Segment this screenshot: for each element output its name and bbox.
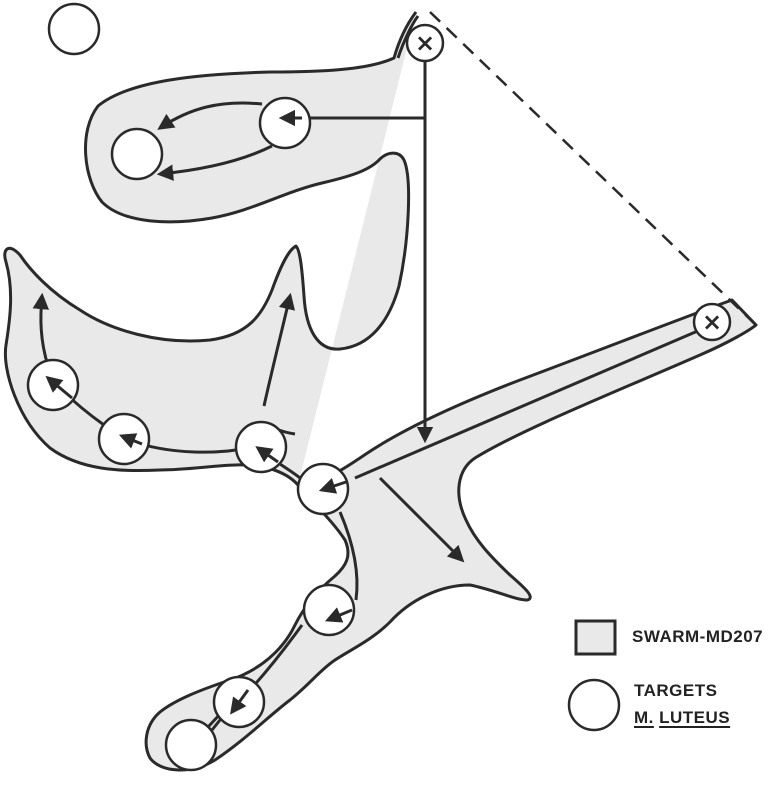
arrow-junction-diag <box>378 476 465 563</box>
arrow-junction-down <box>338 511 359 601</box>
in-circle-arrows <box>45 109 353 715</box>
target-circle <box>26 358 80 412</box>
dashed-boundary <box>429 11 757 326</box>
target-circle <box>47 2 101 56</box>
swarm-region-upper-fill <box>3 11 758 772</box>
swarm-upper-inner-edge <box>396 15 420 59</box>
arrow-left-tip <box>32 292 50 367</box>
species-genus: M. <box>634 708 654 727</box>
arrow-icon <box>318 477 347 494</box>
release-point-icon: × <box>702 308 722 336</box>
arrow-to-spike <box>262 292 296 407</box>
swarm-region-icon <box>574 619 617 656</box>
stream-line <box>354 328 701 480</box>
target-circle <box>164 718 218 772</box>
legend-targets-species: M. LUTEUS <box>634 708 730 728</box>
target-circle <box>234 420 288 474</box>
target-circle <box>110 127 164 181</box>
arrow-loop-top <box>157 101 263 130</box>
arrow-icon <box>118 433 143 449</box>
arrow-icon <box>45 375 73 400</box>
arrow-icon <box>255 446 279 464</box>
target-circle <box>258 96 312 150</box>
arrow-icon <box>324 607 353 623</box>
legend-swarm-label: SWARM-MD207 <box>632 627 764 646</box>
release-point-top: × <box>405 23 445 63</box>
legend-targets-label: TARGETS <box>634 681 718 700</box>
release-point-icon: × <box>415 29 435 57</box>
arrow-loop-bottom <box>156 144 273 181</box>
target-circle <box>302 583 356 637</box>
target-circle-icon <box>567 678 621 732</box>
release-point-right: × <box>692 302 732 342</box>
target-circle <box>97 412 151 466</box>
species-name: LUTEUS <box>659 708 731 727</box>
arrow-icon <box>230 689 250 715</box>
